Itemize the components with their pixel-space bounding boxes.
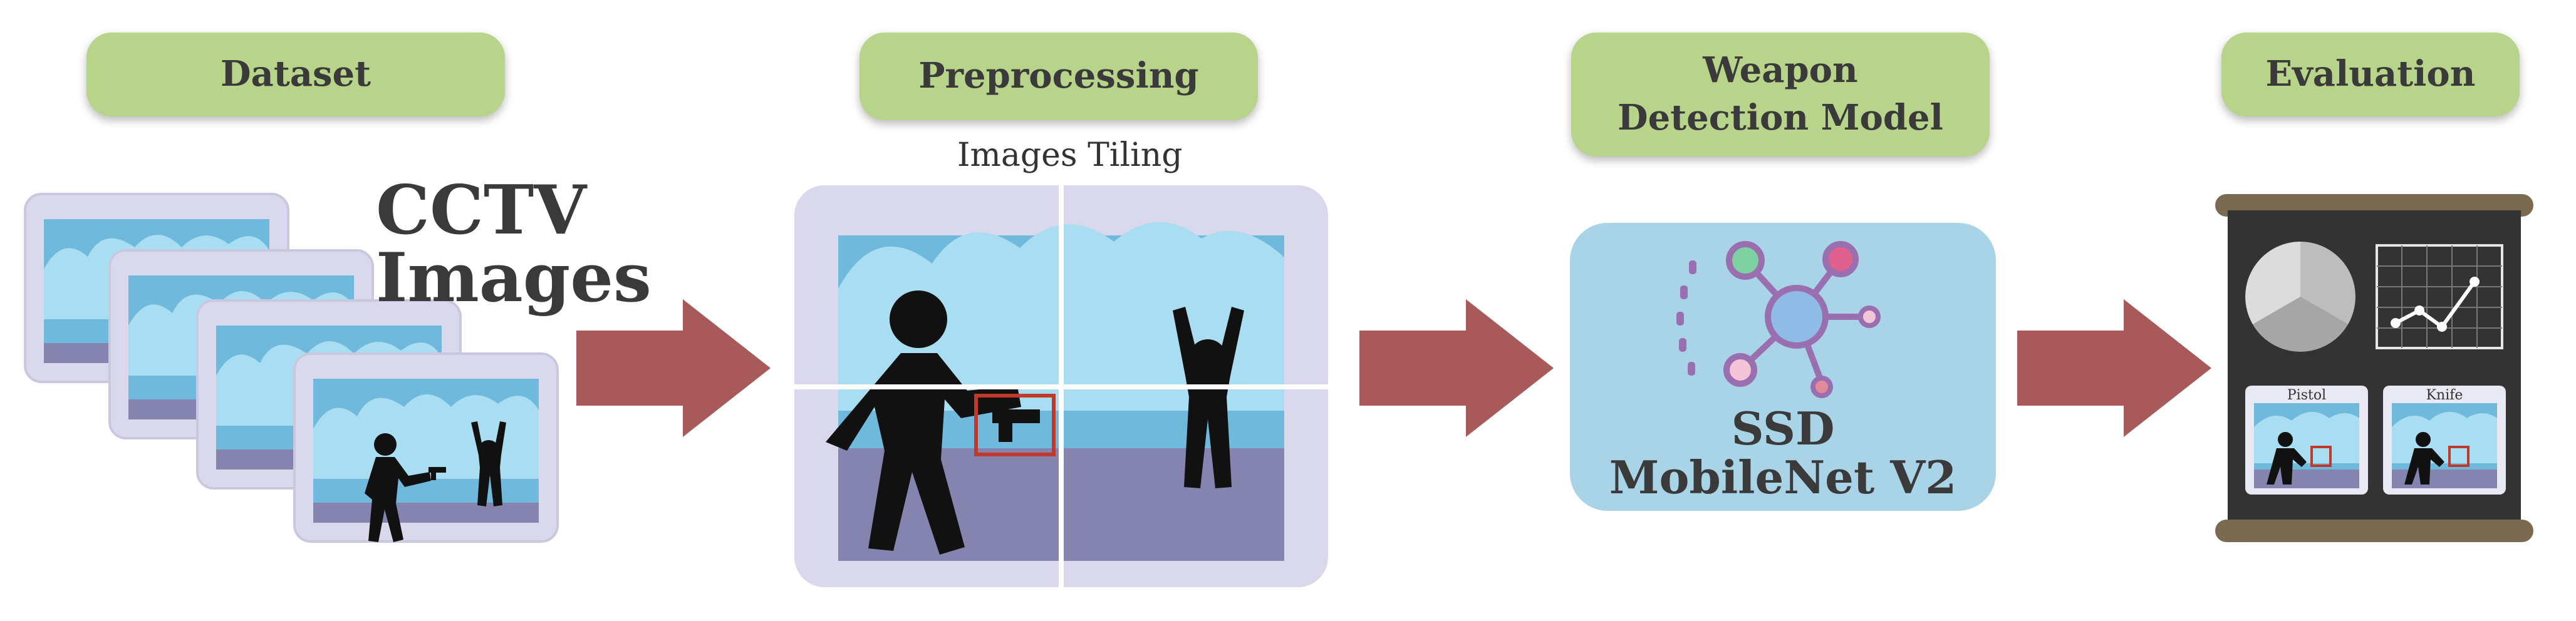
pistol-card-label: Pistol — [2287, 387, 2326, 403]
model-name-line1: SSD — [1731, 402, 1835, 455]
cctv-frame-4 — [293, 352, 559, 543]
tiled-image — [794, 185, 1328, 587]
stage-preprocessing-label: Preprocessing — [918, 55, 1199, 97]
tile-split-horizontal — [794, 384, 1328, 389]
network-icon — [1676, 241, 1881, 398]
gunman-silhouette — [826, 290, 1021, 555]
pistol-result-card: Pistol — [2245, 386, 2368, 495]
arrow-2 — [1359, 299, 1554, 437]
dataset-caption-line1: CCTV — [376, 171, 587, 250]
dataset-image-stack — [24, 193, 559, 543]
model-name: SSD MobileNet V2 — [1570, 404, 1996, 502]
dataset-caption-line2: Images — [376, 239, 652, 317]
stage-dataset-label: Dataset — [220, 53, 371, 95]
pie-chart-icon — [2245, 242, 2355, 352]
stage-model: Weapon Detection Model — [1571, 33, 1990, 157]
pistol-detection — [974, 394, 1056, 456]
stage-evaluation: Evaluation — [2221, 33, 2520, 116]
tiling-caption: Images Tiling — [957, 136, 1183, 174]
stage-model-label: Weapon Detection Model — [1618, 49, 1943, 138]
evaluation-board: Pistol Knife — [2215, 194, 2533, 542]
arrow-1 — [576, 299, 771, 437]
knife-card-label: Knife — [2426, 387, 2463, 403]
knife-result-card: Knife — [2383, 386, 2506, 495]
arrow-3 — [2017, 299, 2211, 437]
stage-dataset: Dataset — [86, 33, 505, 116]
victim-silhouette — [1173, 307, 1244, 488]
line-chart-icon — [2376, 244, 2503, 349]
stage-evaluation-label: Evaluation — [2265, 53, 2476, 95]
model-panel — [1570, 223, 1996, 511]
dataset-caption: CCTV Images — [376, 171, 652, 317]
model-name-line2: MobileNet V2 — [1609, 450, 1957, 504]
stage-preprocessing: Preprocessing — [860, 33, 1258, 120]
